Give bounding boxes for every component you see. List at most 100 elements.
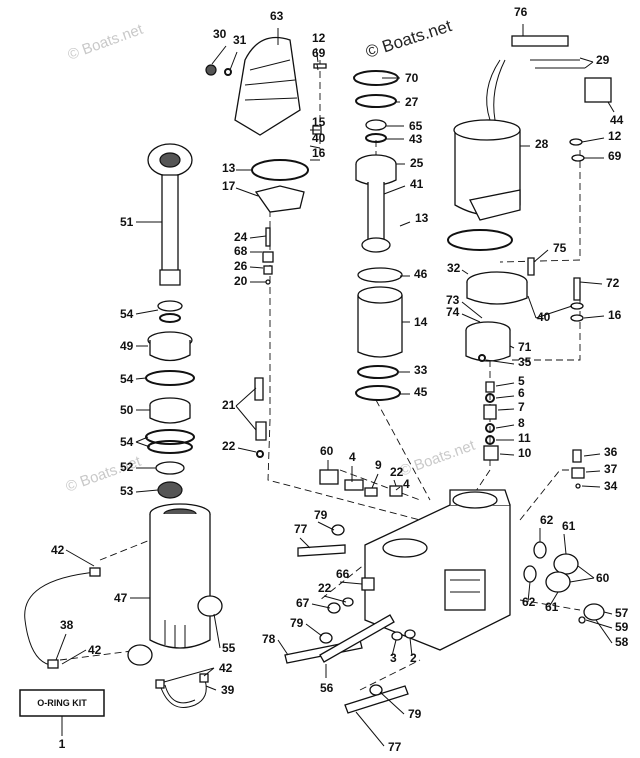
callout-50: 50 <box>120 403 134 417</box>
callout-24: 24 <box>234 230 248 244</box>
manifold-housing <box>364 489 605 651</box>
callout-25: 25 <box>410 156 424 170</box>
callout-17: 17 <box>222 179 236 193</box>
callout-70: 70 <box>405 71 419 85</box>
callout-62: 62 <box>540 513 554 527</box>
callout-13: 13 <box>222 161 236 175</box>
callout-16: 16 <box>608 308 622 322</box>
callout-12: 12 <box>312 31 326 45</box>
callout-4: 4 <box>349 450 356 464</box>
callout-79: 79 <box>290 616 304 630</box>
callout-33: 33 <box>414 363 428 377</box>
hose-assembly <box>155 673 209 708</box>
callout-42: 42 <box>51 543 65 557</box>
callout-2: 2 <box>410 651 417 665</box>
callout-62: 62 <box>522 595 536 609</box>
callout-63: 63 <box>270 9 284 23</box>
callout-47: 47 <box>114 591 128 605</box>
callout-45: 45 <box>414 385 428 399</box>
callout-69: 69 <box>312 46 326 60</box>
callout-46: 46 <box>414 267 428 281</box>
reservoir-cover <box>205 36 301 136</box>
manifold-bolts <box>284 524 416 714</box>
callout-42: 42 <box>88 643 102 657</box>
callout-59: 59 <box>615 620 629 634</box>
leader-lines <box>55 24 615 747</box>
pump-assembly <box>465 321 585 489</box>
callout-61: 61 <box>545 600 559 614</box>
o-ring-kit: O-RING KIT 1 <box>19 689 105 751</box>
callout-8: 8 <box>518 416 525 430</box>
callout-31: 31 <box>233 33 247 47</box>
callout-67: 67 <box>296 596 310 610</box>
callout-32: 32 <box>447 261 461 275</box>
callout-57: 57 <box>615 606 629 620</box>
watermark-faint-center: © Boats.net <box>398 437 478 480</box>
callout-43: 43 <box>409 132 423 146</box>
center-seals <box>312 63 403 401</box>
callout-53: 53 <box>120 484 134 498</box>
kit-label: O-RING KIT <box>37 698 87 708</box>
sender-wire <box>24 567 101 669</box>
callout-40: 40 <box>312 131 326 145</box>
callout-9: 9 <box>375 458 382 472</box>
callout-54: 54 <box>120 307 134 321</box>
callout-20: 20 <box>234 274 248 288</box>
watermark-main: © Boats.net <box>363 16 454 62</box>
callout-65: 65 <box>409 119 423 133</box>
callout-76: 76 <box>514 5 528 19</box>
callout-22: 22 <box>390 465 404 479</box>
callout-42: 42 <box>219 661 233 675</box>
callout-52: 52 <box>120 460 134 474</box>
callout-5: 5 <box>518 374 525 388</box>
callout-13: 13 <box>415 211 429 225</box>
callout-14: 14 <box>414 315 428 329</box>
valve-plate <box>251 159 309 285</box>
pump-motor <box>447 35 612 322</box>
callout-11: 11 <box>518 431 531 445</box>
callout-60: 60 <box>596 571 610 585</box>
callout-36: 36 <box>604 445 618 459</box>
callout-72: 72 <box>606 276 620 290</box>
cylinder-body <box>127 503 223 666</box>
callout-69: 69 <box>608 149 622 163</box>
callout-55: 55 <box>222 641 236 655</box>
callout-68: 68 <box>234 244 248 258</box>
callout-78: 78 <box>262 632 276 646</box>
callout-7: 7 <box>518 400 525 414</box>
callout-51: 51 <box>120 215 134 229</box>
callout-28: 28 <box>535 137 549 151</box>
callout-79: 79 <box>314 508 328 522</box>
kit-number: 1 <box>59 737 66 751</box>
callout-30: 30 <box>213 27 227 41</box>
callout-38: 38 <box>60 618 74 632</box>
rod-seals <box>145 300 195 499</box>
check-valves <box>254 377 403 497</box>
callout-22: 22 <box>222 439 236 453</box>
callout-22: 22 <box>318 581 332 595</box>
callout-29: 29 <box>596 53 610 67</box>
callout-16: 16 <box>312 146 326 160</box>
callout-37: 37 <box>604 462 618 476</box>
callout-41: 41 <box>410 177 424 191</box>
callout-79: 79 <box>408 707 422 721</box>
callout-34: 34 <box>604 479 618 493</box>
callout-3: 3 <box>390 651 397 665</box>
callout-77: 77 <box>294 522 308 536</box>
callout-61: 61 <box>562 519 576 533</box>
callout-40: 40 <box>537 310 551 324</box>
callout-39: 39 <box>221 683 235 697</box>
callout-77: 77 <box>388 740 402 754</box>
callout-49: 49 <box>120 339 134 353</box>
callout-58: 58 <box>615 635 629 649</box>
callout-35: 35 <box>518 355 532 369</box>
callout-54: 54 <box>120 435 134 449</box>
callout-12: 12 <box>608 129 622 143</box>
callout-44: 44 <box>610 113 624 127</box>
callout-4: 4 <box>403 477 410 491</box>
callout-60: 60 <box>320 444 334 458</box>
callout-10: 10 <box>518 446 532 460</box>
